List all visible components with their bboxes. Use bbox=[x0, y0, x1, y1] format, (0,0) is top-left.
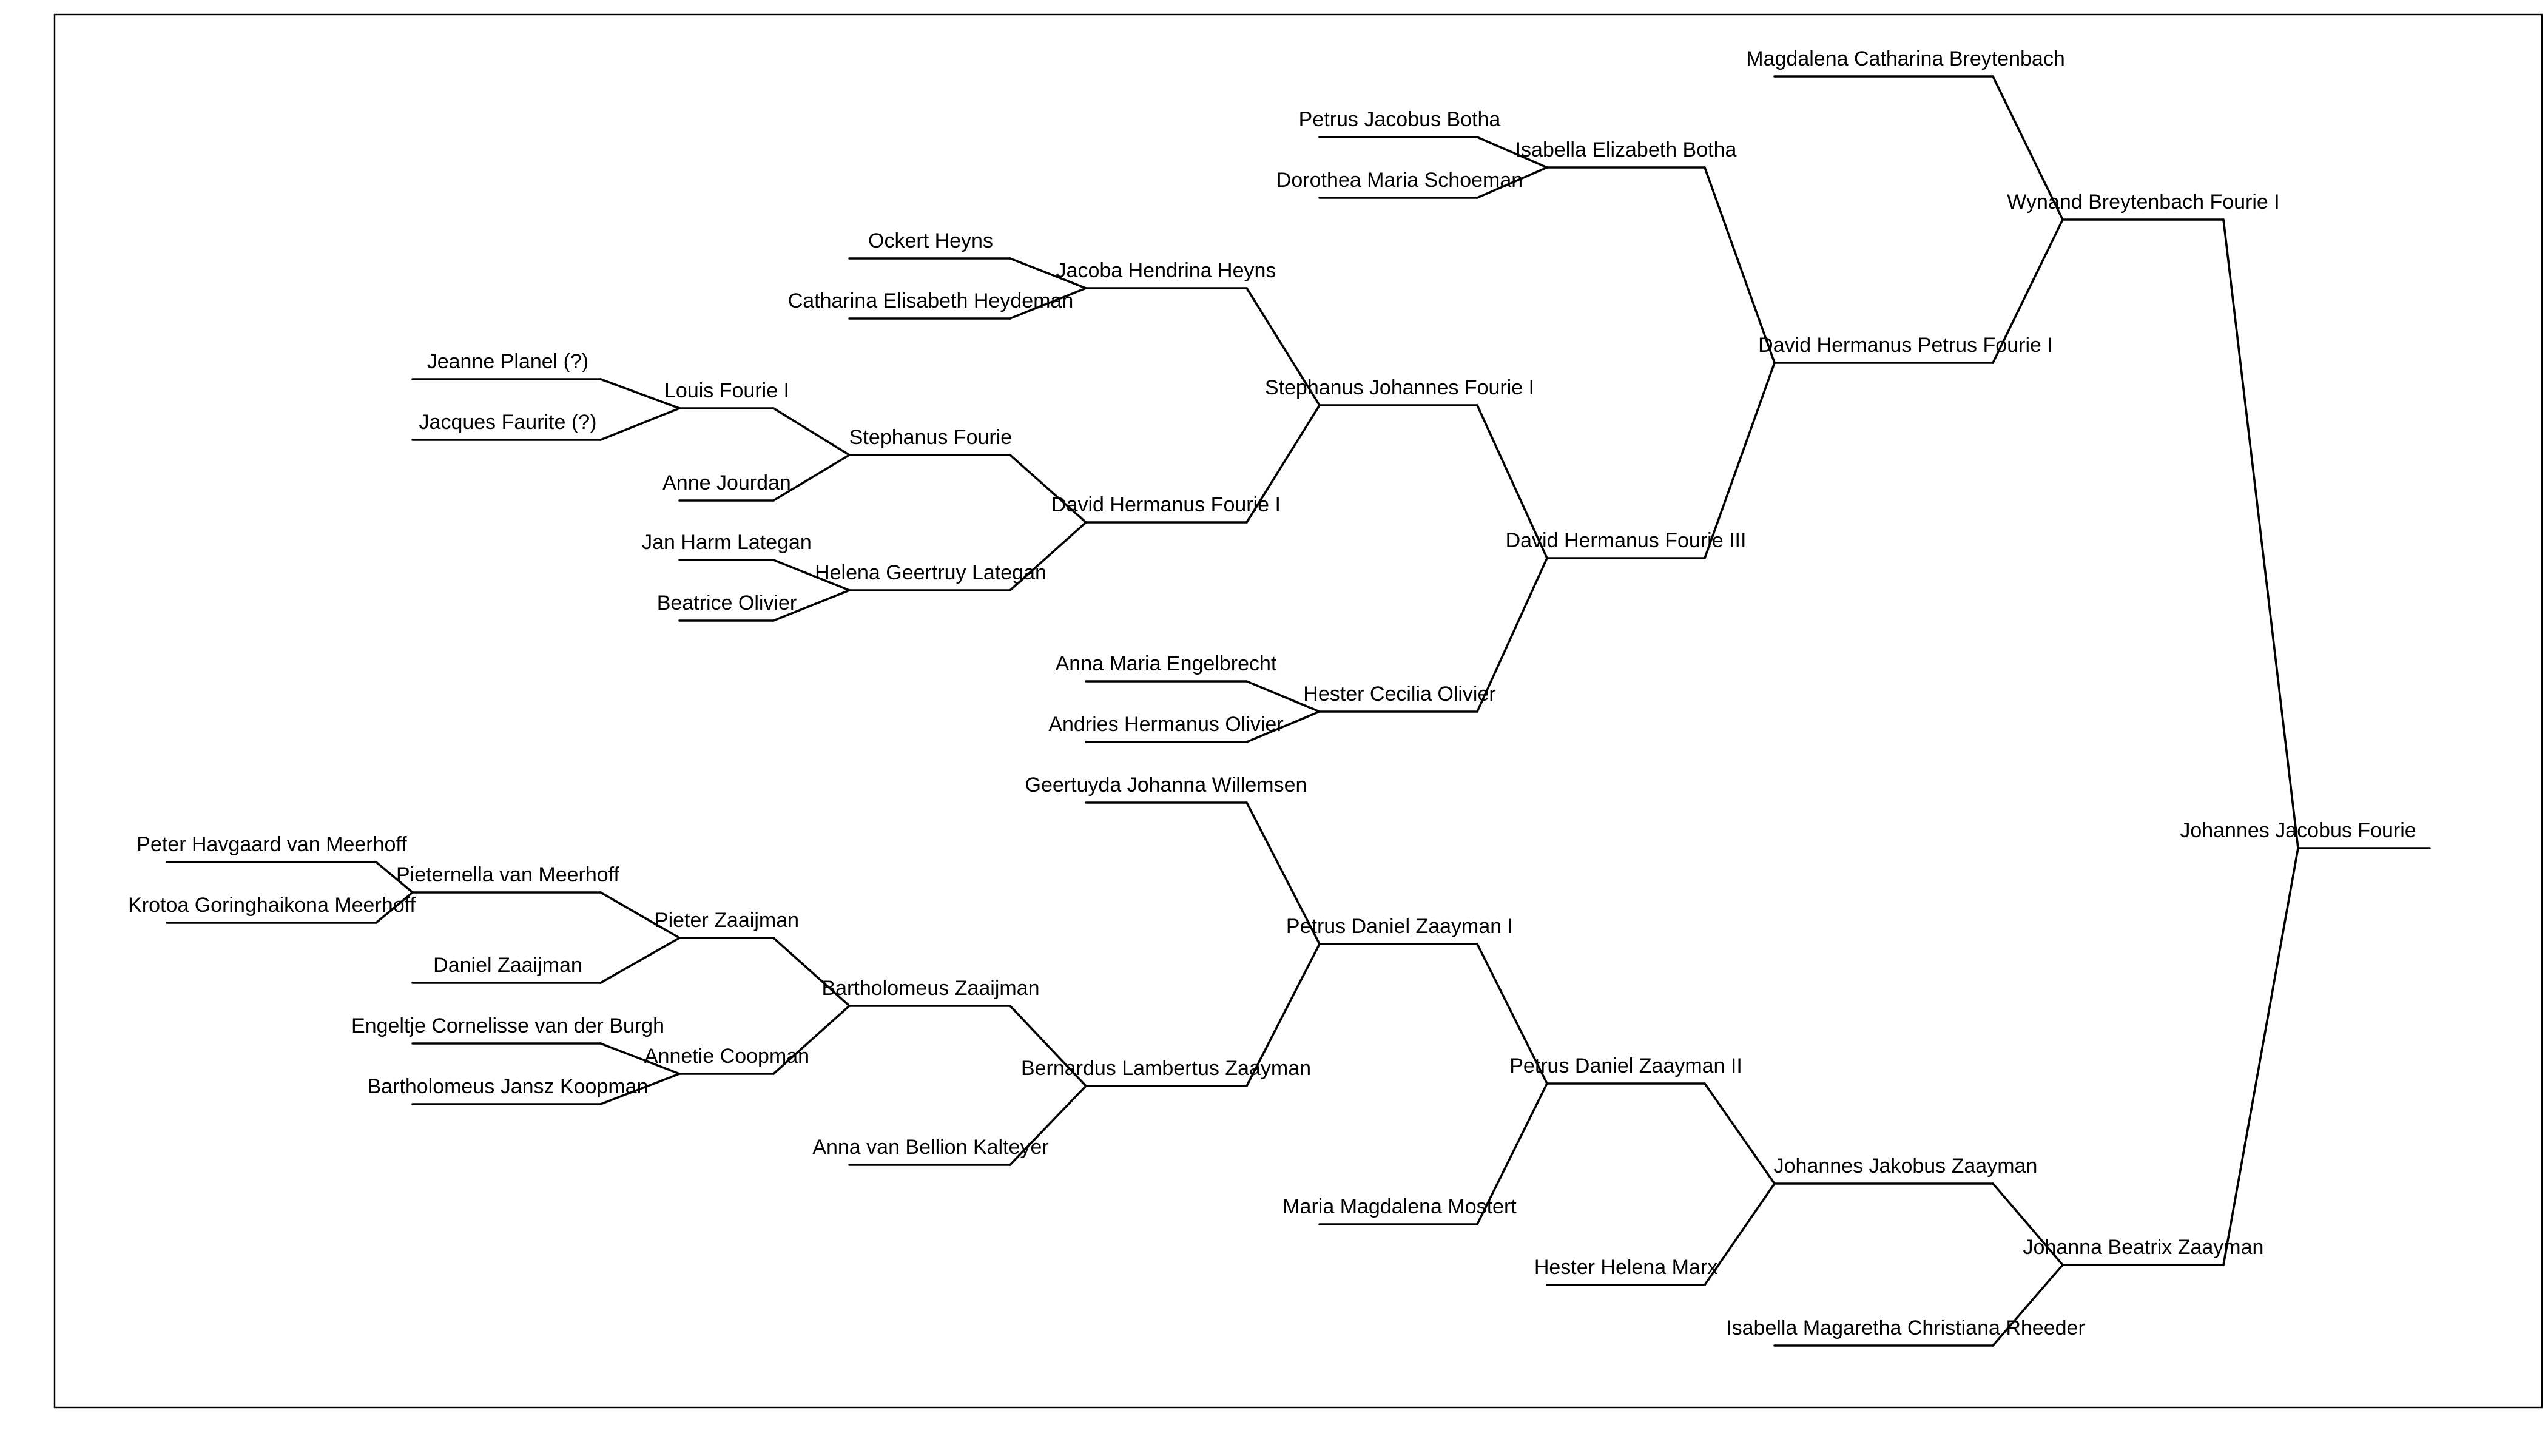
parent-connector bbox=[1476, 136, 1548, 169]
person-name: Geertuyda Johanna Willemsen bbox=[1025, 774, 1307, 797]
person-name: Beatrice Olivier bbox=[657, 592, 797, 615]
parent-connector bbox=[1476, 1082, 1548, 1225]
person-name: Pieter Zaaijman bbox=[655, 909, 799, 932]
parent-connector bbox=[599, 378, 681, 410]
diagram-frame bbox=[53, 13, 2543, 1409]
person-name: Stephanus Johannes Fourie I bbox=[1265, 376, 1534, 399]
person-name: Johannes Jakobus Zaayman bbox=[1774, 1154, 2038, 1178]
parent-connector bbox=[1009, 287, 1087, 320]
person-name: Petrus Jacobus Botha bbox=[1299, 108, 1501, 131]
parent-connector bbox=[1245, 943, 1321, 1087]
person-name: Catharina Elisabeth Heydeman bbox=[788, 289, 1074, 312]
parent-connector bbox=[1476, 943, 1548, 1085]
person-name: Johanna Beatrix Zaayman bbox=[2023, 1236, 2264, 1259]
person-name: Dorothea Maria Schoeman bbox=[1276, 169, 1523, 192]
parent-connector bbox=[599, 891, 681, 939]
parent-connector bbox=[2222, 218, 2299, 849]
person-name: Jacques Faurite (?) bbox=[419, 411, 597, 434]
person-name: Peter Havgaard van Meerhoff bbox=[136, 833, 407, 856]
parent-connector bbox=[1245, 801, 1321, 945]
person-name: Pieternella van Meerhoff bbox=[396, 863, 619, 886]
parent-connector bbox=[772, 589, 851, 622]
person-name: Jacoba Hendrina Heyns bbox=[1056, 259, 1276, 282]
parent-connector bbox=[772, 559, 851, 592]
parent-connector bbox=[1476, 166, 1548, 199]
parent-connector bbox=[1704, 166, 1776, 364]
parent-connector bbox=[1009, 454, 1087, 524]
parent-connector bbox=[1245, 287, 1321, 406]
person-name: Isabella Elizabeth Botha bbox=[1515, 138, 1737, 161]
person-name: Anna van Bellion Kalteyer bbox=[812, 1136, 1048, 1159]
person-name: Bernardus Lambertus Zaayman bbox=[1021, 1057, 1311, 1080]
parent-connector bbox=[772, 937, 851, 1007]
person-name: Magdalena Catharina Breytenbach bbox=[1746, 47, 2064, 70]
parent-connector bbox=[1992, 1182, 2064, 1266]
person-name: Jan Harm Lategan bbox=[642, 531, 812, 554]
person-name: Anna Maria Engelbrecht bbox=[1056, 652, 1277, 675]
parent-connector bbox=[772, 407, 851, 456]
parent-connector bbox=[599, 1042, 681, 1075]
person-name: Petrus Daniel Zaayman II bbox=[1509, 1054, 1742, 1077]
parent-connector bbox=[599, 1073, 681, 1105]
parent-connector bbox=[1009, 1085, 1087, 1166]
person-name: Louis Fourie I bbox=[664, 379, 789, 402]
parent-connector bbox=[375, 861, 414, 894]
parent-connector bbox=[1704, 1182, 1776, 1286]
person-name: Krotoa Goringhaikona Meerhoff bbox=[128, 894, 416, 917]
person-name: Isabella Magaretha Christiana Rheeder bbox=[1726, 1316, 2085, 1340]
person-name: David Hermanus Fourie I bbox=[1051, 493, 1281, 516]
parent-connector bbox=[1245, 680, 1321, 713]
parent-connector bbox=[1704, 362, 1776, 559]
person-name: Bartholomeus Zaaijman bbox=[821, 977, 1039, 1000]
person-name: Wynand Breytenbach Fourie I bbox=[2007, 190, 2280, 214]
parent-connector bbox=[1476, 404, 1548, 559]
person-name: Hester Helena Marx bbox=[1534, 1256, 1717, 1279]
parent-connector bbox=[599, 937, 681, 984]
person-name: Ockert Heyns bbox=[868, 229, 993, 252]
parent-connector bbox=[1009, 1005, 1087, 1087]
person-name: Stephanus Fourie bbox=[849, 426, 1012, 449]
person-name: Engeltje Cornelisse van der Burgh bbox=[351, 1014, 664, 1037]
person-name: David Hermanus Fourie III bbox=[1506, 529, 1747, 552]
parent-connector bbox=[1245, 404, 1321, 524]
person-name: David Hermanus Petrus Fourie I bbox=[1758, 334, 2053, 357]
parent-connector bbox=[772, 454, 851, 502]
parent-connector bbox=[2222, 847, 2299, 1266]
person-name: Maria Magdalena Mostert bbox=[1282, 1195, 1517, 1218]
parent-connector bbox=[1245, 710, 1321, 743]
parent-connector bbox=[1704, 1082, 1776, 1185]
parent-connector bbox=[772, 1005, 851, 1075]
parent-connector bbox=[1009, 257, 1087, 289]
parent-connector bbox=[1992, 218, 2064, 364]
parent-connector bbox=[1992, 1264, 2064, 1347]
person-name: Hester Cecilia Olivier bbox=[1303, 682, 1495, 706]
person-name: Anne Jourdan bbox=[662, 471, 791, 494]
parent-connector bbox=[1992, 75, 2064, 221]
person-name: Andries Hermanus Olivier bbox=[1048, 713, 1283, 736]
person-name: Jeanne Planel (?) bbox=[427, 350, 589, 373]
parent-connector bbox=[1476, 557, 1548, 713]
parent-connector bbox=[599, 407, 681, 441]
tree-edges bbox=[166, 75, 2431, 1347]
parent-connector bbox=[1009, 521, 1087, 592]
person-name: Annetie Coopman bbox=[644, 1045, 809, 1068]
person-name: Petrus Daniel Zaayman I bbox=[1286, 915, 1513, 938]
person-name: Helena Geertruy Lategan bbox=[815, 561, 1046, 584]
parent-connector bbox=[375, 891, 414, 924]
person-name: Johannes Jacobus Fourie bbox=[2180, 819, 2416, 842]
person-name: Daniel Zaaijman bbox=[433, 954, 582, 977]
person-name: Bartholomeus Jansz Koopman bbox=[367, 1075, 648, 1098]
tree-nodes: Johannes Jacobus Fourie Wynand Breytenbac… bbox=[128, 47, 2416, 1340]
